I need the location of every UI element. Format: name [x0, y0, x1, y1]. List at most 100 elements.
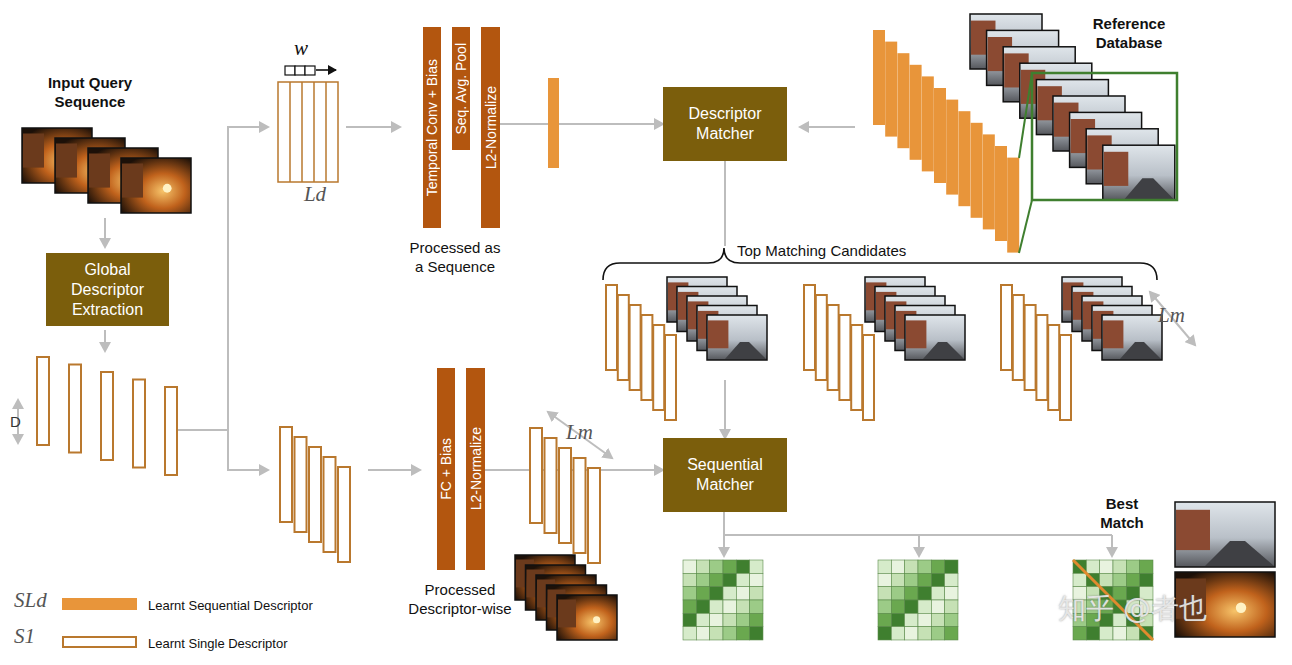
similarity-cell — [710, 573, 723, 586]
node-text: FC + Bias — [437, 438, 455, 500]
candidate-descriptor — [653, 325, 664, 410]
similarity-cell — [931, 587, 944, 600]
similarity-cell — [918, 600, 931, 613]
similarity-cell — [736, 613, 749, 626]
single-descriptor — [324, 457, 336, 552]
query-descriptor — [545, 438, 557, 533]
similarity-cell — [945, 560, 958, 573]
flow-arrow — [918, 535, 920, 556]
dark-building — [23, 134, 44, 168]
kernel-cell — [295, 66, 305, 75]
variable-label: w — [291, 36, 311, 60]
street-photo — [707, 315, 767, 360]
similarity-cell — [931, 560, 944, 573]
similarity-cell — [878, 573, 891, 586]
similarity-cell — [736, 560, 749, 573]
variable-label: Ld — [295, 182, 335, 206]
photo-frame — [557, 595, 617, 640]
legend-swatch — [62, 598, 137, 610]
layer-bar: FC + Bias — [437, 368, 455, 570]
similarity-cell — [1073, 627, 1086, 640]
similarity-cell — [696, 573, 709, 586]
similarity-cell — [918, 587, 931, 600]
query-descriptor — [530, 428, 542, 523]
similarity-cell — [750, 587, 763, 600]
flow-arrow — [104, 330, 106, 351]
query-descriptor — [588, 468, 600, 563]
similarity-cell — [1113, 627, 1126, 640]
similarity-cell — [931, 573, 944, 586]
street-light — [593, 616, 600, 623]
variable-label: Lm — [566, 420, 606, 444]
matcher-box: Descriptor Matcher — [663, 87, 787, 161]
flow-arrow — [228, 127, 268, 430]
symbol-label: S1 — [14, 624, 60, 648]
reference-descriptor — [897, 53, 909, 148]
candidate-descriptor — [1025, 305, 1036, 390]
kernel-slide-arrow — [316, 69, 336, 71]
photo-frame — [121, 158, 191, 213]
brick-building — [708, 320, 728, 348]
similarity-cell — [750, 613, 763, 626]
flow-arrow — [228, 430, 268, 470]
note-label: Processed as a Sequence — [407, 238, 503, 276]
zoom-line — [1019, 200, 1032, 253]
photo-frame — [1102, 315, 1162, 360]
candidate-descriptor — [1060, 335, 1071, 420]
single-descriptor — [101, 372, 113, 460]
window-divider — [325, 82, 327, 182]
zoom-line — [1019, 73, 1032, 158]
similarity-cell — [750, 627, 763, 640]
similarity-cell — [723, 573, 736, 586]
reference-descriptor — [934, 88, 946, 183]
similarity-cell — [945, 627, 958, 640]
candidate-descriptor — [839, 315, 850, 400]
similarity-cell — [891, 573, 904, 586]
photo-frame — [1103, 145, 1175, 200]
process-box: Global Descriptor Extraction — [46, 253, 169, 326]
similarity-cell — [891, 613, 904, 626]
brick-building — [906, 320, 926, 348]
single-descriptor — [280, 427, 292, 522]
reference-descriptor — [910, 65, 922, 160]
single-descriptor — [309, 447, 321, 542]
heading-label: Input Query Sequence — [30, 73, 150, 111]
watermark: 知乎 @者也 — [1058, 592, 1278, 626]
heading-label: Best Match — [1090, 494, 1154, 532]
sequence-window — [278, 82, 338, 182]
heading-label: Reference Database — [1083, 14, 1175, 52]
similarity-cell — [891, 560, 904, 573]
similarity-cell — [905, 613, 918, 626]
similarity-cell — [710, 627, 723, 640]
similarity-cell — [696, 627, 709, 640]
flow-arrow — [1111, 535, 1113, 556]
similarity-cell — [891, 587, 904, 600]
photo-frame — [905, 315, 965, 360]
variable-label: Lm — [1158, 303, 1198, 327]
similarity-cell — [918, 573, 931, 586]
single-descriptor — [37, 357, 49, 445]
candidate-descriptor — [641, 315, 652, 400]
candidate-descriptor — [1013, 295, 1024, 380]
candidate-descriptor — [1001, 285, 1012, 370]
similarity-cell — [736, 600, 749, 613]
similarity-cell — [918, 613, 931, 626]
candidate-descriptor — [606, 285, 617, 370]
similarity-cell — [905, 587, 918, 600]
similarity-cell — [945, 573, 958, 586]
bracket-label: Top Matching Candidates — [737, 241, 977, 260]
similarity-cell — [683, 587, 696, 600]
similarity-cell — [878, 560, 891, 573]
node-text: Global Descriptor Extraction — [50, 260, 165, 320]
similarity-cell — [736, 587, 749, 600]
node-text: Seq. Avg. Pool — [452, 43, 470, 135]
similarity-cell — [1073, 573, 1086, 586]
legend-swatch — [62, 636, 137, 648]
candidate-descriptor — [816, 295, 827, 380]
similarity-cell — [1126, 573, 1139, 586]
similarity-cell — [1086, 627, 1099, 640]
node-text: Temporal Conv + Bias — [423, 59, 441, 196]
reference-descriptor — [873, 30, 885, 125]
street-light — [163, 184, 172, 193]
